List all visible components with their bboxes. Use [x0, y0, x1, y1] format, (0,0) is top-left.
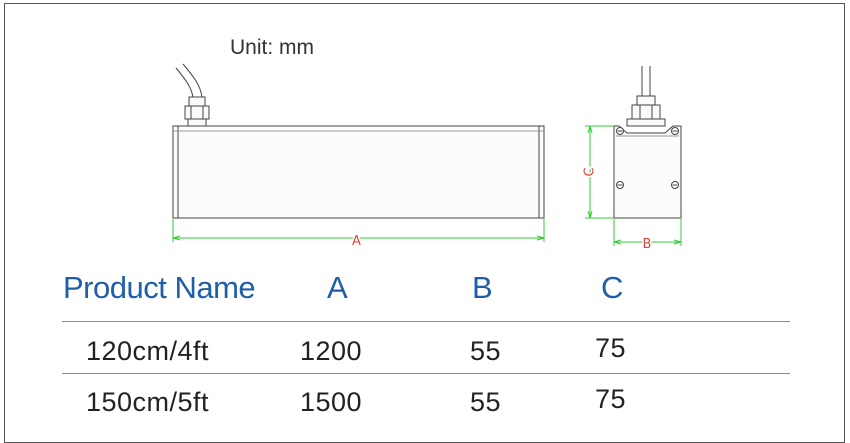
row-2-b: 55 [470, 387, 502, 417]
header-b: B [472, 270, 493, 305]
dimension-c-line [585, 125, 614, 219]
technical-drawing: A C B [172, 63, 682, 254]
side-cable [641, 66, 651, 96]
row-2-product-name: 150cm/5ft [86, 387, 210, 417]
dimension-b-label: B [643, 237, 652, 252]
dimension-c-label: C [583, 167, 598, 176]
dimension-a-label: A [352, 234, 361, 249]
row-1-b: 55 [470, 336, 502, 366]
side-screws [616, 127, 679, 189]
side-housing [613, 125, 682, 219]
table-divider [62, 373, 790, 374]
row-2-a: 1500 [300, 387, 363, 417]
front-cable [175, 63, 203, 99]
row-1-a: 1200 [300, 336, 363, 366]
table-divider [62, 321, 790, 322]
row-2-c: 75 [595, 384, 627, 414]
front-housing [172, 125, 545, 219]
row-1-c: 75 [595, 333, 627, 363]
dimension-b-line [613, 219, 682, 246]
side-cable-gland [626, 95, 666, 127]
row-1-product-name: 120cm/4ft [86, 336, 210, 366]
header-c: C [601, 270, 623, 305]
dimension-a-line [172, 219, 545, 242]
front-cable-gland [184, 96, 210, 127]
header-product-name: Product Name [63, 270, 256, 305]
header-a: A [327, 270, 348, 305]
unit-label: Unit: mm [230, 36, 314, 59]
